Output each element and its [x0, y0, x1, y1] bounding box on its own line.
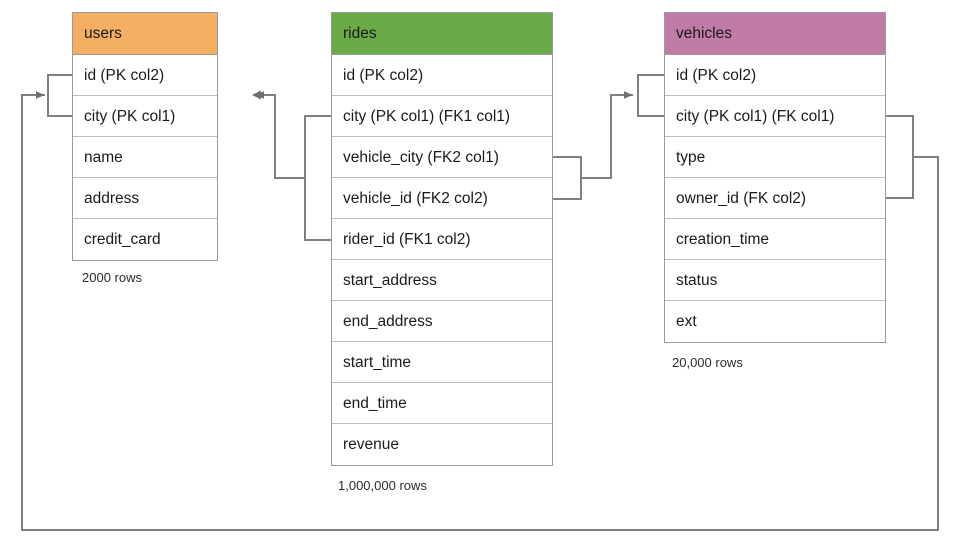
- connector-users-left-bracket: [47, 74, 73, 117]
- table-users-field-name[interactable]: name: [73, 137, 217, 178]
- connector-rides-left-bracket: [304, 115, 332, 241]
- table-rides-field-end-time[interactable]: end_time: [332, 383, 552, 424]
- table-vehicles-header: vehicles: [665, 13, 885, 55]
- table-rides-field-vehicle-id[interactable]: vehicle_id (FK2 col2): [332, 178, 552, 219]
- table-vehicles-field-id[interactable]: id (PK col2): [665, 55, 885, 96]
- connector-vehicles-right-bracket: [885, 115, 914, 199]
- table-rides-field-id[interactable]: id (PK col2): [332, 55, 552, 96]
- connector-vehicles-to-users: [21, 91, 939, 531]
- table-vehicles[interactable]: vehicles id (PK col2) city (PK col1) (FK…: [664, 12, 886, 343]
- table-users-field-city[interactable]: city (PK col1): [73, 96, 217, 137]
- table-rides-header: rides: [332, 13, 552, 55]
- table-rides[interactable]: rides id (PK col2) city (PK col1) (FK1 c…: [331, 12, 553, 466]
- table-rides-field-start-address[interactable]: start_address: [332, 260, 552, 301]
- connector-rides-to-users: [255, 91, 306, 179]
- table-rides-field-city[interactable]: city (PK col1) (FK1 col1): [332, 96, 552, 137]
- table-vehicles-field-ext[interactable]: ext: [665, 301, 885, 342]
- table-vehicles-field-creation-time[interactable]: creation_time: [665, 219, 885, 260]
- table-users-field-credit-card[interactable]: credit_card: [73, 219, 217, 260]
- table-users-field-address[interactable]: address: [73, 178, 217, 219]
- table-rides-field-rider-id[interactable]: rider_id (FK1 col2): [332, 219, 552, 260]
- connector-rides-right-bracket: [552, 156, 582, 200]
- table-vehicles-field-owner-id[interactable]: owner_id (FK col2): [665, 178, 885, 219]
- table-rides-field-start-time[interactable]: start_time: [332, 342, 552, 383]
- table-users-header: users: [73, 13, 217, 55]
- connector-rides-to-vehicles: [580, 91, 633, 179]
- table-vehicles-field-type[interactable]: type: [665, 137, 885, 178]
- table-vehicles-row-count: 20,000 rows: [672, 355, 743, 370]
- connector-vehicles-left-bracket: [637, 74, 665, 117]
- arrowhead-rides-to-users: [252, 90, 261, 100]
- table-rides-row-count: 1,000,000 rows: [338, 478, 427, 493]
- table-vehicles-field-city[interactable]: city (PK col1) (FK col1): [665, 96, 885, 137]
- table-rides-field-end-address[interactable]: end_address: [332, 301, 552, 342]
- table-users[interactable]: users id (PK col2) city (PK col1) name a…: [72, 12, 218, 261]
- table-rides-field-vehicle-city[interactable]: vehicle_city (FK2 col1): [332, 137, 552, 178]
- table-vehicles-field-status[interactable]: status: [665, 260, 885, 301]
- table-users-row-count: 2000 rows: [82, 270, 142, 285]
- table-rides-field-revenue[interactable]: revenue: [332, 424, 552, 465]
- table-users-field-id[interactable]: id (PK col2): [73, 55, 217, 96]
